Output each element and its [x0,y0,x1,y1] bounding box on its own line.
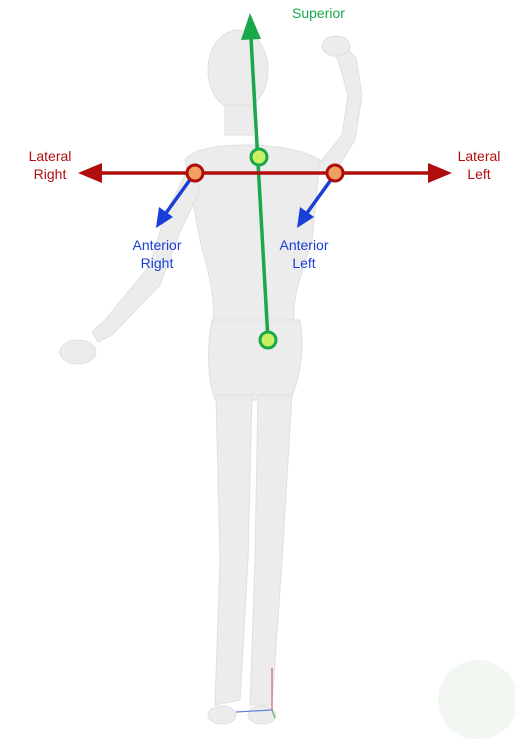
lateral-right-label-line1: Lateral [20,147,80,165]
anterior-right-label-line2: Right [122,254,192,272]
left-shoulder-marker [327,165,343,181]
anterior-right-label-line1: Anterior [122,236,192,254]
lower-superior-marker [260,332,276,348]
superior-arrow-head [241,13,261,40]
lateral-right-label: Lateral Right [20,147,80,183]
anterior-right-label: Anterior Right [122,236,192,272]
right-shoulder-marker [187,165,203,181]
anterior-left-label: Anterior Left [269,236,339,272]
anterior-left-label-line2: Left [269,254,339,272]
lateral-right-arrow-head [78,163,102,183]
upper-superior-marker [251,149,267,165]
lateral-left-label-line2: Left [448,165,510,183]
human-figure-silhouette [60,30,362,724]
lateral-right-label-line2: Right [20,165,80,183]
lateral-left-label-line1: Lateral [448,147,510,165]
lateral-left-label: Lateral Left [448,147,510,183]
superior-label: Superior [292,4,345,22]
watermark-logo [438,660,515,739]
anterior-left-label-line1: Anterior [269,236,339,254]
